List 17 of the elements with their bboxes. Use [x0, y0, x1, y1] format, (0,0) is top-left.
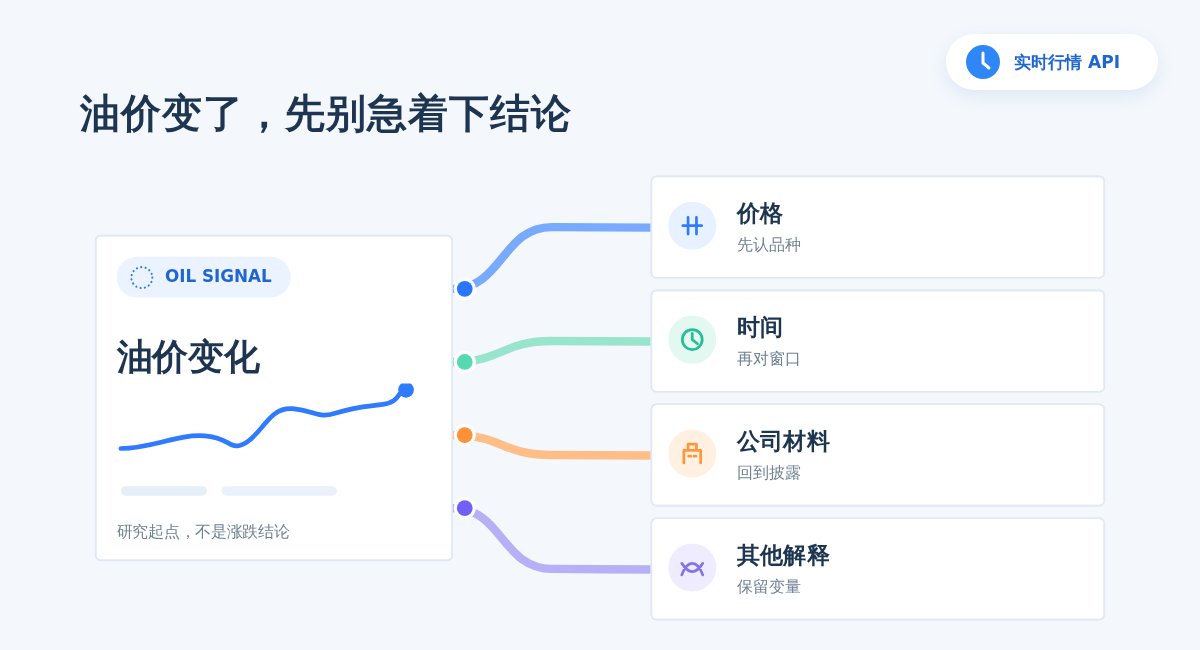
connector-line [452, 424, 652, 460]
card-subtitle: 先认品种 [737, 235, 801, 255]
card-title: 时间 [737, 314, 784, 341]
card-subtitle: 回到披露 [737, 463, 801, 483]
badge-label: 实时行情 API [1014, 50, 1120, 74]
card-title: 公司材料 [737, 428, 830, 455]
card-caption: 研究起点，不是涨跌结论 [116, 521, 290, 541]
card-title: 价格 [737, 200, 784, 227]
connector-line [452, 336, 652, 373]
card-subtitle: 保留变量 [737, 577, 801, 596]
connector-line [452, 222, 652, 299]
signal-label: OIL SIGNAL [164, 266, 272, 287]
connector-line [452, 498, 652, 574]
diagram-title: 油价变了，先别急着下结论 [80, 89, 572, 138]
card-heading: 油价变化 [116, 333, 260, 379]
card-subtitle: 再对窗口 [737, 349, 801, 369]
card-title: 其他解释 [737, 542, 830, 569]
